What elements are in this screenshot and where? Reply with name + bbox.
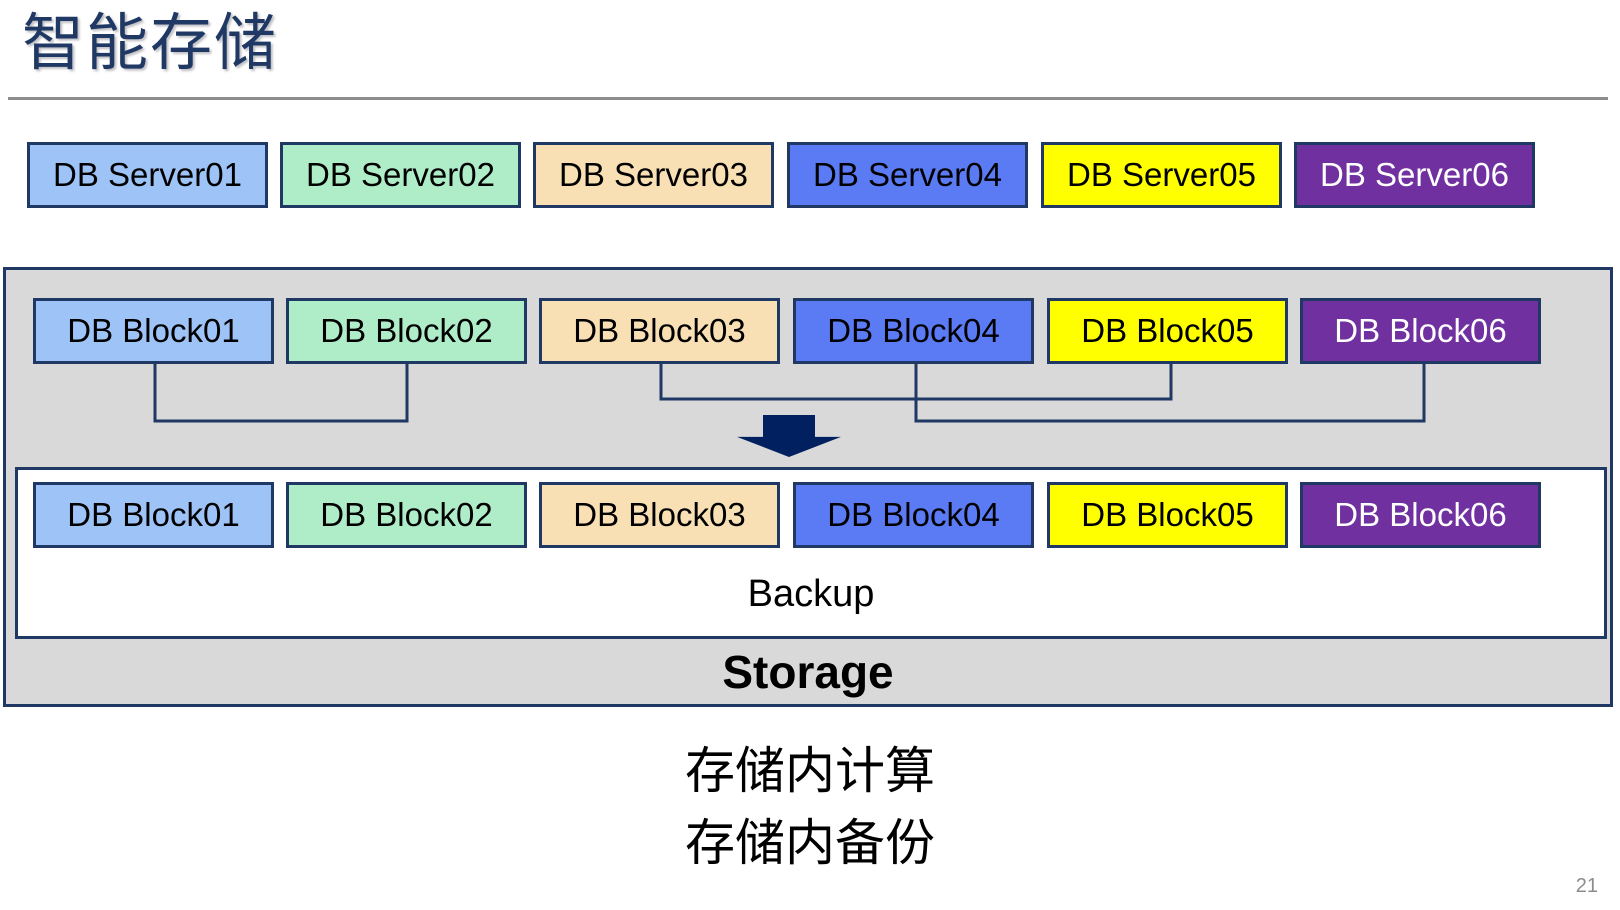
- db-block-box-top-2[interactable]: DB Block02: [286, 298, 527, 364]
- db-block-box-top-label: DB Block03: [573, 312, 746, 349]
- db-block-box-backup-1[interactable]: DB Block01: [33, 482, 274, 548]
- block-connector-lines: [153, 364, 1426, 457]
- caption-line-2: 存储内备份: [685, 815, 935, 871]
- db-block-box-top-6[interactable]: DB Block06: [1300, 298, 1541, 364]
- db-block-box-backup-label: DB Block02: [320, 496, 493, 533]
- caption-block: 存储内计算 存储内备份: [0, 735, 1620, 879]
- db-server-box-3[interactable]: DB Server03: [533, 142, 774, 208]
- db-block-box-top-1[interactable]: DB Block01: [33, 298, 274, 364]
- storage-container: Backup Storage DB Block01 DB Block02 DB Bl…: [3, 267, 1613, 707]
- db-block-box-backup-label: DB Block05: [1081, 496, 1254, 533]
- page-title: 智能存储: [22, 9, 279, 78]
- db-block-box-backup-4[interactable]: DB Block04: [793, 482, 1034, 548]
- db-block-box-top-label: DB Block01: [67, 312, 240, 349]
- db-block-box-top-5[interactable]: DB Block05: [1047, 298, 1288, 364]
- db-block-box-backup-label: DB Block01: [67, 496, 240, 533]
- title-divider: [8, 97, 1608, 100]
- db-server-box-label: DB Server06: [1320, 156, 1509, 193]
- db-server-box-label: DB Server03: [559, 156, 748, 193]
- connector-block01-to-block02: [153, 364, 409, 423]
- db-block-box-backup-2[interactable]: DB Block02: [286, 482, 527, 548]
- db-block-box-backup-6[interactable]: DB Block06: [1300, 482, 1541, 548]
- db-server-box-5[interactable]: DB Server05: [1041, 142, 1282, 208]
- db-block-box-top-label: DB Block05: [1081, 312, 1254, 349]
- db-block-box-backup-label: DB Block04: [827, 496, 1000, 533]
- storage-label: Storage: [722, 646, 894, 698]
- db-server-box-4[interactable]: DB Server04: [787, 142, 1028, 208]
- db-block-box-top-3[interactable]: DB Block03: [539, 298, 780, 364]
- caption-line-1: 存储内计算: [685, 743, 935, 799]
- backup-label: Backup: [747, 573, 875, 615]
- down-arrow-icon: [737, 415, 841, 457]
- db-block-box-backup-label: DB Block06: [1334, 496, 1507, 533]
- db-block-box-top-label: DB Block04: [827, 312, 1000, 349]
- db-server-box-1[interactable]: DB Server01: [27, 142, 268, 208]
- page-number: 21: [1575, 875, 1598, 897]
- connector-block04-to-block06: [914, 364, 1426, 423]
- db-block-box-top-label: DB Block02: [320, 312, 493, 349]
- db-server-box-6[interactable]: DB Server06: [1294, 142, 1535, 208]
- db-block-box-backup-5[interactable]: DB Block05: [1047, 482, 1288, 548]
- db-server-box-2[interactable]: DB Server02: [280, 142, 521, 208]
- db-server-box-label: DB Server04: [813, 156, 1002, 193]
- db-block-box-backup-label: DB Block03: [573, 496, 746, 533]
- db-block-box-top-label: DB Block06: [1334, 312, 1507, 349]
- db-server-box-label: DB Server02: [306, 156, 495, 193]
- db-server-box-label: DB Server01: [53, 156, 242, 193]
- db-block-box-top-4[interactable]: DB Block04: [793, 298, 1034, 364]
- db-block-box-backup-3[interactable]: DB Block03: [539, 482, 780, 548]
- db-server-box-label: DB Server05: [1067, 156, 1256, 193]
